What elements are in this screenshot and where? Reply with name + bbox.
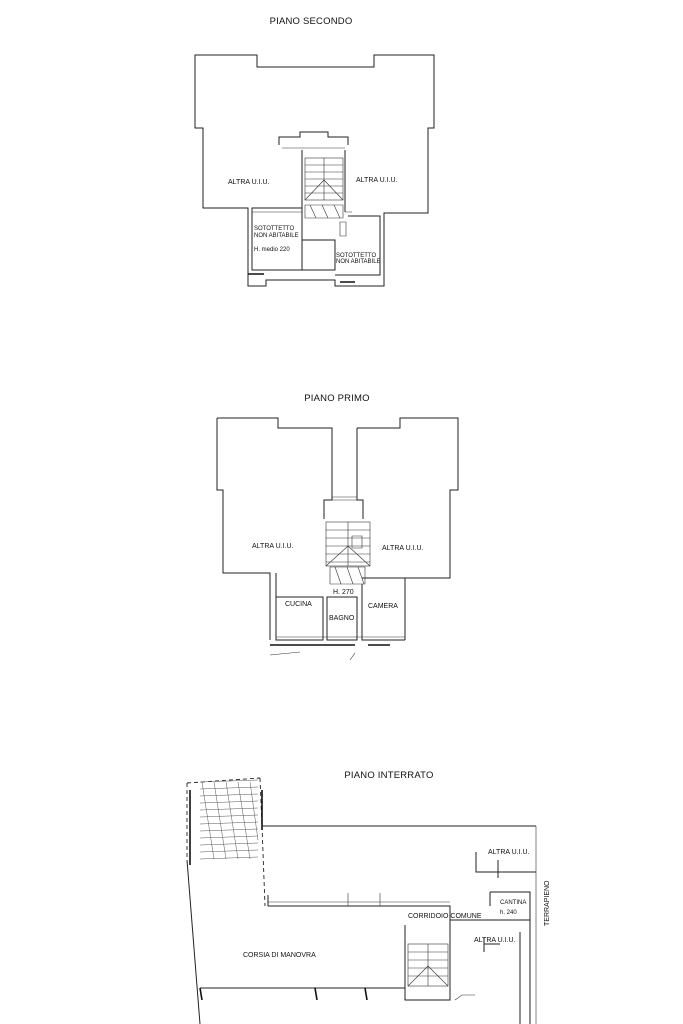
second-attic-right-line2: NON ABITABILE <box>336 259 381 265</box>
basement-bottom-unit-label: ALTRA U.I.U. <box>474 937 516 944</box>
first-right-unit-label: ALTRA U.I.U. <box>382 545 424 552</box>
first-left-unit-label: ALTRA U.I.U. <box>252 543 294 550</box>
second-attic-left-line1: SOTOTTETTO <box>254 226 294 232</box>
kitchen-label: CUCINA <box>285 601 312 608</box>
first-floor-plan: PIANO PRIMO ALTRA U.I.U. ALTRA U.I.U. H.… <box>216 393 459 661</box>
second-left-unit-label: ALTRA U.I.U. <box>228 179 270 186</box>
first-height-label: H. 270 <box>333 589 354 596</box>
maneuver-lane-label: CORSIA DI MANOVRA <box>243 952 316 959</box>
second-attic-left-height: H. medio 220 <box>254 247 290 253</box>
cellar-height-label: h. 240 <box>500 910 517 916</box>
second-right-unit-label: ALTRA U.I.U. <box>356 177 398 184</box>
second-floor-title: PIANO SECONDO <box>270 16 353 27</box>
bathroom-label: BAGNO <box>329 615 355 622</box>
cellar-label: CANTINA <box>500 900 526 906</box>
embankment-label: TERRAPIENO <box>544 880 551 926</box>
first-floor-title: PIANO PRIMO <box>304 393 370 404</box>
second-attic-right-line1: SOTOTTETTO <box>336 253 376 259</box>
basement-plan: PIANO INTERRATO ALTRA U.I.U. CORRIDOIO C… <box>186 770 551 1024</box>
basement-top-unit-label: ALTRA U.I.U. <box>488 849 530 856</box>
second-floor-plan: PIANO SECONDO ALTRA U.I.U. ALTRA U.I.U. … <box>194 16 435 287</box>
second-attic-left-line2: NON ABITABILE <box>254 233 299 239</box>
bedroom-label: CAMERA <box>368 603 398 610</box>
common-corridor-label: CORRIDOIO COMUNE <box>408 913 482 920</box>
basement-title: PIANO INTERRATO <box>344 770 433 781</box>
